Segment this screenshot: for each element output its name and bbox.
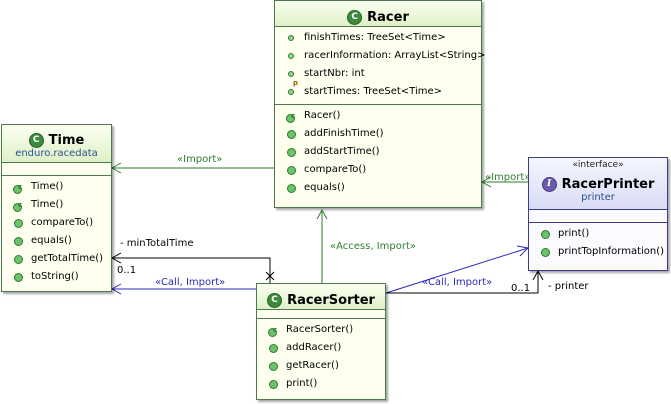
method-icon — [12, 217, 24, 229]
label-min-total-time: - minTotalTime — [120, 238, 194, 249]
class-time-name: Time — [48, 132, 85, 148]
method-icon — [285, 182, 297, 194]
label-printer-role: - printer — [548, 281, 589, 292]
label-sorter-time: «Call, Import» — [155, 277, 226, 288]
public-field-icon — [285, 50, 297, 62]
method-icon — [12, 271, 24, 283]
edge-printer-association[interactable] — [372, 271, 539, 294]
class-icon: C — [267, 293, 283, 308]
class-racer-header: C Racer — [275, 1, 481, 27]
interface-racer-printer-name: RacerPrinter — [561, 176, 655, 192]
method-row[interactable]: addStartTime() — [275, 143, 481, 161]
interface-racer-printer-fields — [529, 210, 667, 223]
class-time-fields — [2, 163, 111, 176]
method-row[interactable]: print() — [529, 225, 667, 243]
class-racer-sorter-fields — [257, 310, 385, 319]
method-icon — [285, 164, 297, 176]
method-row[interactable]: printTopInformation() — [529, 243, 667, 261]
method-icon — [539, 228, 551, 240]
interface-stereotype: «interface» — [572, 160, 624, 170]
constructor-icon: c — [12, 181, 24, 194]
class-racer[interactable]: C Racer finishTimes: TreeSet<Time> racerI… — [274, 0, 485, 208]
class-racer-sorter-header: C RacerSorter — [257, 284, 385, 310]
class-racer-name: Racer — [367, 10, 409, 25]
method-row[interactable]: print() — [257, 375, 385, 393]
label-min-total-time-multiplicity: 0..1 — [117, 265, 137, 276]
interface-icon: I — [541, 176, 557, 192]
protected-field-icon: p — [285, 68, 298, 87]
class-time-package: enduro.racedata — [15, 147, 98, 159]
arrowhead-printer-association — [532, 269, 544, 281]
method-row[interactable]: compareTo() — [275, 161, 481, 179]
method-row[interactable]: getRacer() — [257, 357, 385, 375]
arrowhead-sorter-racer — [316, 208, 328, 220]
method-row[interactable]: getTotalTime() — [2, 250, 111, 268]
class-icon: C — [28, 132, 44, 148]
arrowhead-racer-time — [110, 162, 122, 174]
interface-racer-printer-package: printer — [581, 191, 615, 203]
method-row[interactable]: addFinishTime() — [275, 125, 481, 143]
method-icon — [12, 253, 24, 265]
class-icon: C — [347, 10, 363, 25]
edge-min-total-time[interactable] — [112, 257, 271, 283]
field-row[interactable]: finishTimes: TreeSet<Time> — [275, 29, 481, 47]
public-field-icon — [285, 32, 297, 44]
constructor-icon: c — [12, 199, 24, 212]
edge-sorter-printer[interactable] — [385, 247, 529, 294]
x-mark-min-total-time-b — [265, 271, 275, 281]
method-row[interactable]: addRacer() — [257, 339, 385, 357]
label-racer-time: «Import» — [177, 154, 223, 165]
method-icon — [267, 378, 279, 390]
method-icon — [285, 128, 297, 140]
method-icon — [267, 342, 279, 354]
arrowhead-printer-racer — [480, 176, 492, 188]
method-row[interactable]: toString() — [2, 268, 111, 286]
label-sorter-printer: «Call, Import» — [422, 277, 493, 288]
constructor-icon: c — [285, 110, 297, 123]
constructor-icon: c — [267, 324, 279, 337]
field-row[interactable]: racerInformation: ArrayList<String> — [275, 47, 485, 65]
field-row[interactable]: startTimes: TreeSet<Time> — [275, 83, 481, 101]
method-row[interactable]: equals() — [275, 179, 481, 197]
label-sorter-racer: «Access, Import» — [330, 241, 417, 252]
method-icon — [12, 235, 24, 247]
method-row[interactable]: equals() — [2, 232, 111, 250]
method-icon — [539, 246, 551, 258]
label-printer-racer: «Import» — [485, 172, 531, 183]
public-field-icon — [285, 86, 297, 98]
arrowhead-sorter-time — [110, 283, 122, 295]
class-racer-fields: finishTimes: TreeSet<Time> racerInformat… — [275, 27, 485, 105]
class-racer-sorter-name: RacerSorter — [287, 293, 375, 308]
label-printer-multiplicity: 0..1 — [511, 283, 531, 294]
method-icon — [267, 360, 279, 372]
method-icon — [285, 146, 297, 158]
interface-racer-printer-methods: print() printTopInformation() — [529, 223, 667, 264]
arrowhead-min-total-time — [110, 252, 122, 264]
method-row[interactable]: compareTo() — [2, 214, 111, 232]
